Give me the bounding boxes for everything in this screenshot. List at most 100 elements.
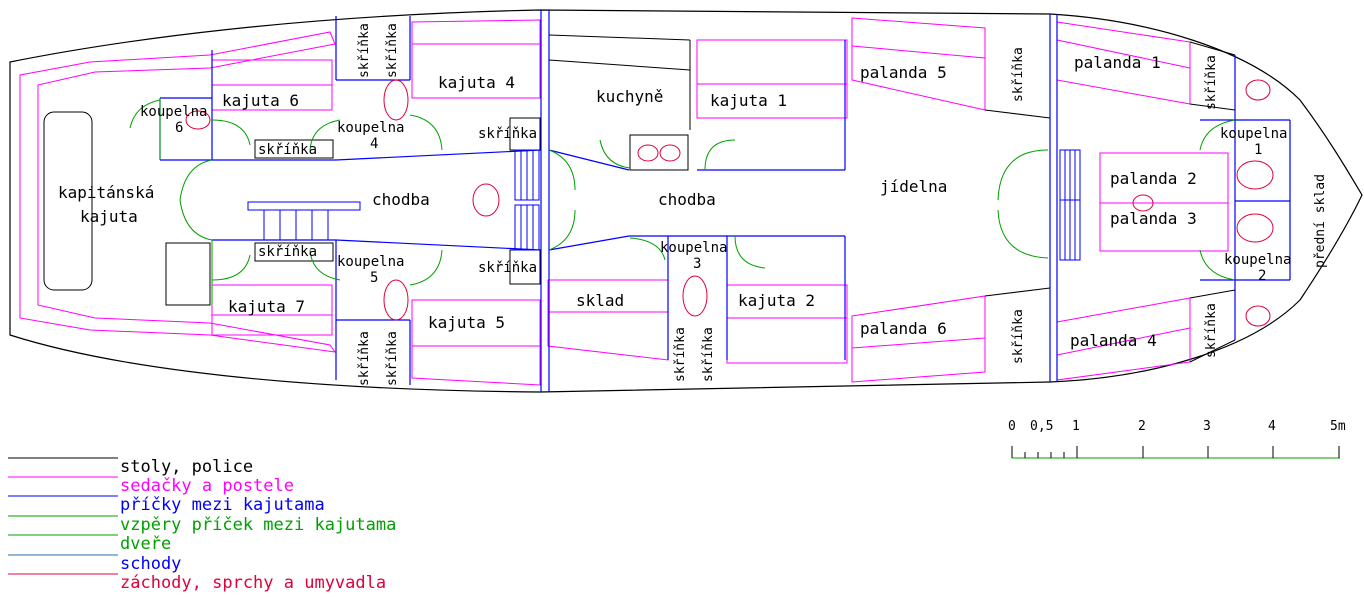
label-sklad: sklad	[576, 291, 624, 310]
label-koupelna1-num: 1	[1254, 142, 1262, 158]
label-skrinka-mid-top: skříňka	[478, 126, 537, 142]
door-k5	[409, 249, 443, 286]
label-jidelna: jídelna	[880, 177, 947, 196]
captain-table	[43, 111, 93, 291]
label-kajuta6: kajuta 6	[222, 91, 299, 110]
label-skrinka-v4: skříňka	[385, 331, 400, 386]
toilet-k4	[383, 79, 409, 121]
label-koupelna1: koupelna	[1220, 126, 1287, 142]
doors	[129, 98, 1236, 305]
kajuta7-bed	[211, 284, 333, 336]
sink-kitchen-2	[659, 144, 681, 162]
toilet-k1-b	[1236, 160, 1274, 190]
door-captain-top	[179, 159, 213, 201]
label-palanda4: palanda 4	[1070, 331, 1157, 350]
label-chodba-2: chodba	[658, 190, 716, 209]
label-palanda3: palanda 3	[1110, 209, 1197, 228]
door-bath6	[129, 99, 161, 129]
seats-beds	[19, 17, 1229, 386]
door-bath4	[309, 119, 341, 151]
kajuta1-bed	[696, 39, 848, 119]
label-skrinka-v5: skříňka	[673, 327, 688, 382]
scale-bar: 0 0,5 1 2 3 4 5m	[1008, 419, 1346, 459]
toilet-k2	[1245, 305, 1271, 327]
palanda3-bed	[1099, 202, 1229, 252]
legend-text-4: dveře	[120, 534, 171, 554]
label-palanda1: palanda 1	[1074, 53, 1161, 72]
label-palanda6: palanda 6	[860, 319, 947, 338]
door-bath1	[1199, 119, 1236, 151]
label-palanda2: palanda 2	[1110, 169, 1197, 188]
toilet-k1	[1245, 79, 1271, 101]
cabinet-labels: skříňka skříňka skříňka skříňka skříňka …	[258, 23, 1219, 386]
sanitary	[185, 79, 1274, 327]
label-koupelna4: koupelna	[337, 120, 404, 136]
scale-tick-3: 3	[1203, 419, 1211, 434]
room-labels: kapitánská kajuta kajuta 6 kajuta 7 kaju…	[58, 53, 1328, 350]
scale-tick-1: 1	[1072, 419, 1080, 434]
kitchen-counter	[629, 134, 689, 171]
label-skrinka-v8: skříňka	[1011, 309, 1026, 364]
label-koupelna6-num: 6	[175, 120, 183, 136]
label-kapitanska: kapitánská	[58, 183, 154, 202]
label-koupelna2-num: 2	[1258, 268, 1266, 284]
label-skrinka-v9: skříňka	[1204, 55, 1219, 110]
label-skrinka-mid-bottom: skříňka	[478, 260, 537, 276]
door-k7	[211, 254, 251, 281]
label-skrinka-v2: skříňka	[385, 23, 400, 78]
bathroom-labels: koupelna 6 koupelna 4 koupelna 5 koupeln…	[140, 104, 1291, 286]
scale-tick-0: 0	[1008, 419, 1016, 434]
legend-text-2: příčky mezi kajutama	[120, 495, 325, 515]
label-kuchyne: kuchyně	[596, 87, 663, 106]
toilet-k6	[185, 110, 211, 130]
label-predni-sklad: přední sklad	[1313, 174, 1328, 268]
cabinet-7	[254, 242, 334, 262]
legend-text-3: vzpěry příček mezi kajutama	[120, 515, 396, 535]
label-koupelna3-num: 3	[693, 256, 701, 272]
label-skrinka-k6: skříňka	[258, 142, 317, 158]
label-skrinka-v10: skříňka	[1204, 303, 1219, 358]
tables-shelves	[43, 34, 1236, 363]
center-stairs	[247, 201, 361, 211]
stairs	[247, 149, 1081, 261]
door-kajuta1	[704, 139, 736, 171]
door-bath5	[309, 249, 341, 281]
label-palanda5: palanda 5	[860, 63, 947, 82]
legend-text-1: sedačky a postele	[120, 476, 294, 496]
legend-text-0: stoly, police	[120, 457, 253, 477]
door-mid-2	[548, 209, 576, 251]
scale-tick-2: 2	[1138, 419, 1146, 434]
door-dining-1	[997, 149, 1049, 201]
label-koupelna5: koupelna	[337, 254, 404, 270]
label-kajuta4: kajuta 4	[438, 73, 515, 92]
label-kajuta2: kajuta 2	[738, 291, 815, 310]
label-skrinka-k7: skříňka	[258, 244, 317, 260]
label-koupelna2: koupelna	[1224, 252, 1291, 268]
door-bath3	[629, 237, 666, 261]
label-koupelna6: koupelna	[140, 104, 207, 120]
door-mid-1	[548, 149, 576, 191]
label-skrinka-v1: skříňka	[357, 23, 372, 78]
label-skrinka-v3: skříňka	[357, 331, 372, 386]
label-kajuta7: kajuta 7	[228, 297, 305, 316]
door-bath2	[1199, 249, 1236, 281]
hull-outline	[9, 9, 1363, 393]
door-kitchen	[599, 139, 631, 169]
scale-tick-4: 4	[1268, 419, 1276, 434]
toilet-k2-b	[1236, 213, 1274, 243]
sink-kitchen-1	[637, 144, 659, 162]
toilet-k3	[682, 275, 708, 317]
label-kapitanska-2: kajuta	[80, 207, 138, 226]
label-chodba-1: chodba	[372, 190, 430, 209]
shower-mid	[472, 183, 500, 217]
legend: stoly, police sedačky a postele příčky m…	[8, 457, 396, 593]
door-captain-bottom	[179, 199, 213, 241]
door-dining-2	[997, 209, 1049, 259]
label-skrinka-v7: skříňka	[1011, 47, 1026, 102]
toilet-k5	[383, 279, 409, 321]
legend-text-6: záchody, sprchy a umyvadla	[120, 573, 386, 593]
label-kajuta1: kajuta 1	[710, 91, 787, 110]
sink-p3	[1132, 194, 1154, 212]
scale-tick-05: 0,5	[1030, 419, 1053, 434]
